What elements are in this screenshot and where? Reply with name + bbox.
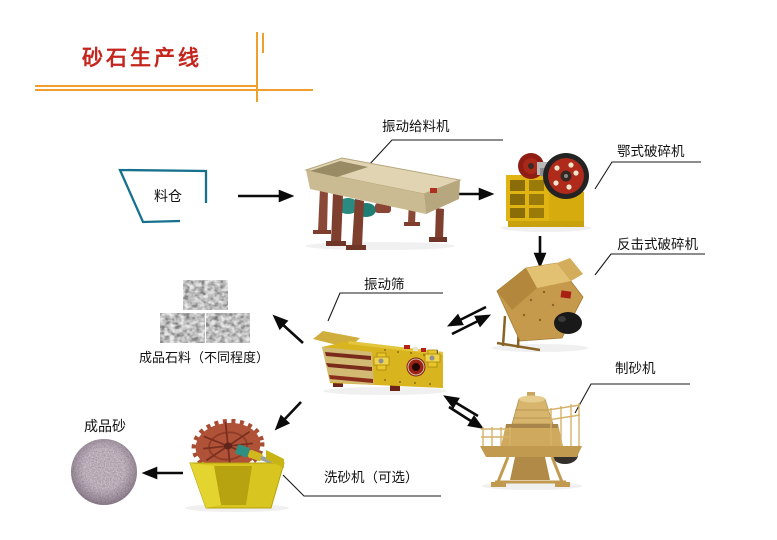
callout-line-washer — [282, 474, 441, 497]
arrow-screen-to-sand-maker — [448, 405, 484, 429]
impact-crusher-illustration — [492, 258, 588, 352]
callout-line-impact-crusher — [594, 253, 705, 276]
label-washer: 洗砂机（可选） — [324, 470, 419, 485]
callout-line-screen — [327, 292, 443, 322]
jaw-crusher-illustration — [501, 153, 591, 232]
silo-shape — [118, 168, 208, 224]
stone-pile-top — [183, 280, 228, 310]
arrow-screen-to-stones — [272, 314, 304, 344]
arrow-screen-to-impact — [451, 314, 492, 336]
header-rule-1 — [35, 85, 257, 87]
stone-piles — [160, 280, 250, 343]
sand-maker-illustration — [480, 392, 582, 490]
arrow-sand-maker-to-screen — [443, 395, 479, 418]
callout-line-sand-maker — [574, 383, 690, 414]
callout-line-feeder — [367, 139, 503, 167]
label-screen: 振动筛 — [364, 277, 405, 292]
page-title: 砂石生产线 — [82, 47, 202, 70]
label-feeder: 振动给料机 — [382, 119, 450, 134]
label-impact-crusher: 反击式破碎机 — [617, 237, 698, 252]
label-silo: 料仓 — [154, 188, 182, 204]
arrow-washer-to-sand — [141, 466, 183, 480]
arrow-impact-to-screen — [446, 305, 487, 327]
vibrating-screen-illustration — [313, 331, 447, 395]
header-rule-2 — [35, 89, 313, 91]
callout-line-jaw-crusher — [594, 161, 701, 190]
stone-pile-right — [206, 313, 250, 343]
arrow-screen-to-washer — [274, 401, 302, 431]
label-sand-maker: 制砂机 — [615, 361, 656, 376]
label-stones: 成品石料（不同程度） — [139, 350, 270, 365]
label-sand: 成品砂 — [84, 418, 126, 434]
label-jaw-crusher: 鄂式破碎机 — [617, 144, 685, 159]
sand-washer-illustration — [185, 418, 289, 512]
arrow-silo-to-feeder — [238, 189, 295, 203]
stone-pile-left — [160, 313, 205, 343]
vibrating-feeder-illustration — [304, 157, 462, 250]
header-rule-vertical — [256, 32, 258, 102]
header-rule-vertical-short — [262, 33, 264, 53]
sand-pile — [71, 439, 137, 505]
arrow-jaw-to-impact-crusher — [533, 236, 547, 269]
